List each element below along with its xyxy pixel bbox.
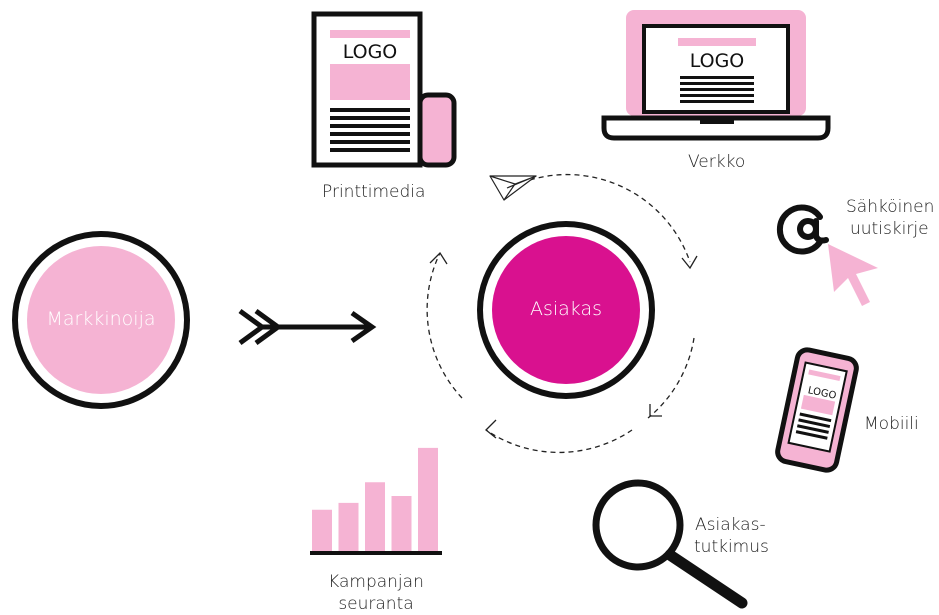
newspaper-logo-text: LOGO bbox=[342, 41, 398, 63]
markkinoija-circle-fill bbox=[27, 246, 175, 394]
smartphone-icon bbox=[775, 347, 859, 473]
verkko-label: Verkko bbox=[688, 152, 746, 172]
at-sign-icon bbox=[776, 204, 829, 255]
asiakastutkimus-label-line1: Asiakas- bbox=[695, 515, 766, 535]
laptop-icon bbox=[601, 10, 831, 141]
bar-chart-bar-2 bbox=[338, 502, 359, 551]
bar-chart-bar-5 bbox=[418, 447, 438, 551]
cycle-arcs bbox=[426, 173, 695, 454]
cursor-icon bbox=[828, 244, 878, 306]
mobiili-label: Mobiili bbox=[864, 414, 919, 434]
newspaper-icon bbox=[311, 11, 457, 168]
magnifier-icon bbox=[592, 479, 748, 609]
kampanjan-label-line1: Kampanjan bbox=[328, 572, 424, 592]
asiakas-circle-fill bbox=[492, 236, 640, 384]
cycle-arc-left bbox=[426, 252, 463, 399]
asiakas-node bbox=[477, 221, 655, 399]
laptop-logo-text: LOGO bbox=[689, 50, 745, 72]
bar-chart-bar-3 bbox=[365, 482, 385, 551]
bar-chart-bar-4 bbox=[391, 496, 412, 551]
sahkoinen-label-line2: uutiskirje bbox=[850, 219, 929, 239]
bar-chart-bar-1 bbox=[312, 509, 332, 551]
arrow-icon bbox=[238, 308, 377, 346]
asiakas-label: Asiakas bbox=[529, 298, 603, 320]
asiakastutkimus-label-line2: tutkimus bbox=[694, 537, 769, 557]
cycle-arc-top bbox=[529, 173, 691, 263]
cycle-arrowheads bbox=[429, 251, 698, 439]
cycle-arc-bottom bbox=[485, 429, 633, 454]
printtimedia-label: Printtimedia bbox=[322, 182, 426, 202]
bar-chart-icon bbox=[310, 447, 442, 555]
sahkoinen-label-line1: Sähköinen bbox=[846, 197, 935, 217]
markkinoija-label: Markkinoija bbox=[46, 308, 156, 330]
cycle-arc-right bbox=[647, 337, 695, 419]
kampanjan-label-line2: seuranta bbox=[338, 594, 414, 614]
markkinoija-node bbox=[12, 231, 190, 409]
paper-plane-icon bbox=[489, 175, 537, 201]
